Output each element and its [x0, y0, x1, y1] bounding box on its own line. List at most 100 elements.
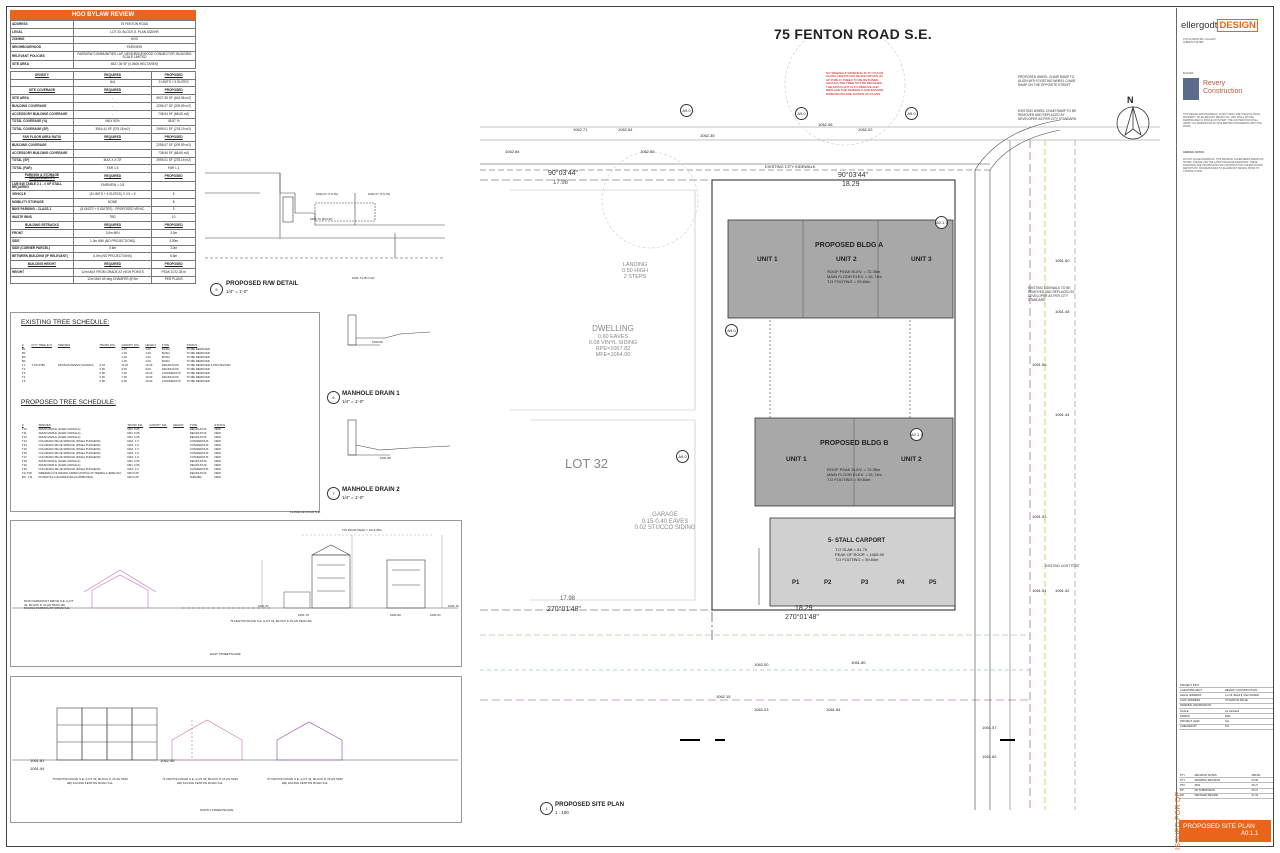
proposed-tree-row-cell: SIBERIAN COLORADO ASPEN (POPULUS TREMULA…	[38, 471, 122, 475]
rw-elev-1: 1062.07 (T.O.W)	[316, 192, 339, 196]
bldg-a-unit-1: UNIT 1	[757, 256, 778, 263]
proposed-tree-header-cell: #	[22, 423, 24, 427]
section-callout[interactable]: A9.0	[725, 324, 738, 337]
bylaw-info-row-cell: RELEVANT POLICIES	[10, 51, 74, 62]
bylaw-row-cell: 738.94 SF (68.65 m2)	[151, 109, 196, 119]
proposed-tree-header-cell: SPECIES	[38, 423, 51, 427]
project-info-row-cell: CHECKED BY	[1179, 724, 1225, 730]
existing-tree-row-cell: 9.00	[121, 379, 127, 383]
dim-17-98-top: 17.98	[553, 180, 569, 186]
proposed-tree-row-cell: NEW	[214, 475, 221, 479]
detail-callout-6[interactable]: 6	[327, 391, 340, 404]
bylaw-row-cell: TBD	[72, 213, 153, 223]
detail-callout-1[interactable]: 1	[540, 802, 553, 815]
bldg-b-title: PROPOSED BLDG B	[820, 440, 889, 447]
section-callout[interactable]: A9.0	[795, 107, 808, 120]
bylaw-row-cell: 6.5m (NO PROJECTIONS)	[72, 252, 153, 262]
proposed-tree-row-cell: NEW	[214, 467, 221, 471]
bylaw-row-cell: 2995.01 SF (278.19 m2)	[151, 156, 196, 166]
bldg-a-title: PROPOSED BLDG A	[815, 242, 884, 249]
builder-label: BUILDER:	[1183, 72, 1195, 75]
project-info-row-cell: SCALE	[1179, 708, 1225, 715]
flavelle-label: FLAVELLE ROAD S.E.	[290, 510, 321, 514]
project-info-row-cell: PROJECT INFO	[1179, 683, 1225, 689]
section-callout[interactable]: A0.1.1	[935, 216, 948, 229]
bylaw-row-cell: 3 UNITS + 5 SUITES	[151, 78, 196, 88]
bylaw-row-cell: FAR 1.1	[151, 164, 196, 174]
proposed-tree-row-cell: T12	[22, 435, 27, 439]
bylaw-row-cell: TOTAL COVERAGE (%)	[10, 117, 74, 127]
existing-tree-row-cell: 1.00	[145, 351, 151, 355]
existing-tree-row-cell: 7.00	[121, 371, 127, 375]
proposed-tree-row-cell: DECIDUOUS	[189, 427, 207, 431]
bearing-top: 90°03'44"	[838, 172, 868, 179]
proposed-tree-row-cell: T11	[22, 431, 27, 435]
east-elev-2: 1061.73	[298, 613, 309, 617]
project-info-row: PROJECT INFO	[1179, 683, 1273, 689]
proposed-tree-row-cell: MIN. 0.05	[127, 459, 140, 463]
proposed-tree-row-cell: DECIDUOUS	[189, 431, 207, 435]
bylaw-row: ACCESSORY BUILDING COVERAGE-738.94 SF (6…	[10, 109, 196, 119]
bylaw-section-header-cell: REQUIRED	[72, 172, 153, 183]
bldg-a-footprint	[727, 219, 954, 319]
width-top: 18.29	[842, 181, 860, 188]
bylaw-info-row-cell: SITE AREA	[10, 60, 74, 69]
section-callout[interactable]: A9.0	[905, 107, 918, 120]
revision-row-cell: PT2	[1179, 782, 1194, 789]
proposed-tree-row-cell: NEW	[214, 463, 221, 467]
existing-tree-row-cell: TO BE REMOVED	[186, 371, 210, 375]
bylaw-row-cell: (5 UNITS + 5 SUITES) - PROPOSED VEHIC.	[72, 205, 153, 215]
existing-tree-row-cell: B1	[22, 347, 26, 351]
section-callout[interactable]: A9.0	[676, 450, 689, 463]
detail-callout-5[interactable]: 5	[210, 283, 223, 296]
existing-tree-row-cell: 0.50	[99, 375, 105, 379]
detail-callout-7[interactable]: 7	[327, 487, 340, 500]
disclaimer-text: THIS DESIGN AND DRAWINGS, IN ANY FORM, A…	[1183, 113, 1262, 128]
section-callout[interactable]: A9.0	[680, 104, 693, 117]
proposed-tree-row-cell: DECIDUOUS	[189, 463, 207, 467]
existing-tree-row-cell: 0.50	[99, 367, 105, 371]
north-streetscape-panel	[10, 676, 462, 823]
bylaw-section-header-cell: REQUIRED	[72, 86, 153, 96]
project-info-row-cell: DRAWN	[1179, 713, 1225, 720]
builder-name: Revery Construction	[1203, 80, 1243, 95]
existing-tree-row-cell: 0.50	[99, 371, 105, 375]
bylaw-row-cell: 45.87 %	[151, 117, 196, 127]
proposed-tree-row-cell: DECIDUOUS	[189, 471, 207, 475]
bylaw-row-cell: LUB 546 TABLE 2.1 - # OF STALL REQUIRED	[10, 181, 74, 192]
bldg-b-unit-2: UNIT 2	[901, 456, 922, 463]
proposed-tree-row-cell: COLORADO BLUE SPRUCE (PICEA PUNGENS)	[38, 467, 101, 471]
proposed-tree-row-cell: MIN 0.05	[127, 471, 139, 475]
stall-p4: P4	[897, 580, 905, 586]
bearing-bottom: 270°01'48"	[785, 614, 819, 621]
bylaw-section-header-cell: PROPOSED	[151, 133, 196, 142]
drawing-sheet	[6, 6, 1274, 847]
bylaw-row-cell: 0.6m	[72, 244, 153, 254]
proposed-tree-row-cell: COLORADO BLUE SPRUCE (PICEA PUNGENS)	[38, 439, 101, 443]
existing-sidewalk-label: EXISTING CITY SIDEWALK	[765, 164, 816, 169]
bylaw-row-cell: -	[72, 109, 153, 119]
section-callout[interactable]: A0.1.1	[910, 428, 923, 441]
spot-elev: 1062.00	[754, 662, 769, 667]
project-info-row-cell: DRAWING INFORMATION	[1179, 703, 1225, 709]
revision-row-cell: PT1	[1179, 777, 1194, 784]
proposed-tree-row-cell: NEW	[214, 451, 221, 455]
bylaw-row-cell: 2256.07 SF (209.59 m2)	[151, 140, 196, 150]
bylaw-row-cell: 5	[151, 205, 196, 215]
